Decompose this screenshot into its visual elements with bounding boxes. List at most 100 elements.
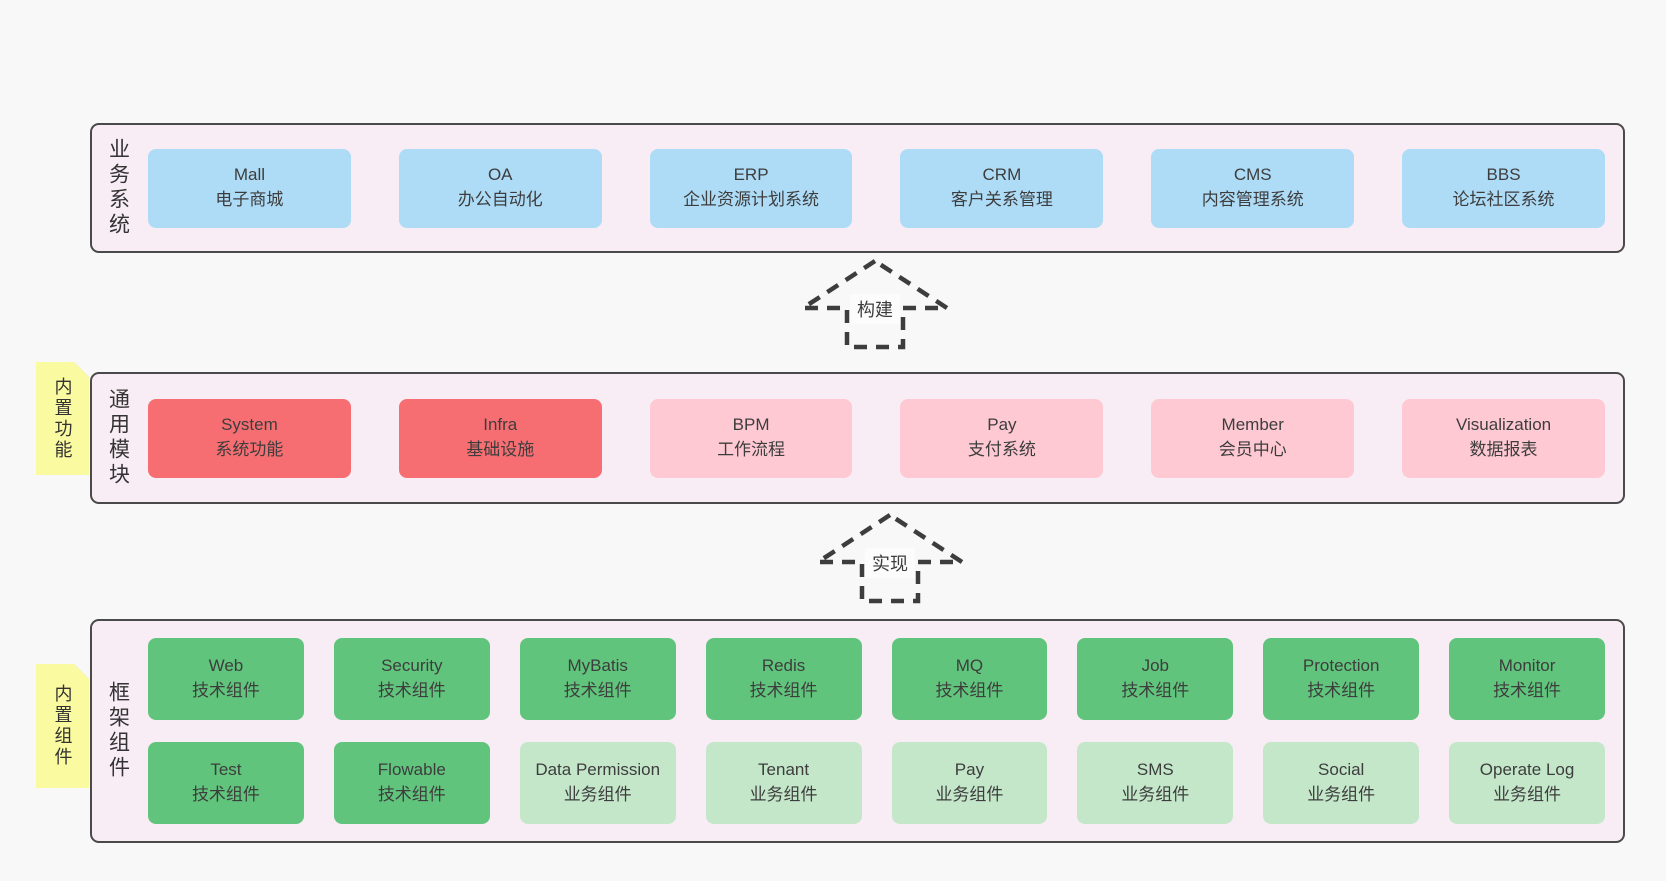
box-en-label: OA: [487, 165, 513, 185]
box-mall: Mall 电子商城: [148, 148, 351, 228]
box-bbs: BBS 论坛社区系统: [1402, 148, 1605, 228]
box-crm: CRM 客户关系管理: [900, 148, 1104, 228]
box-zh-label: 基础设施: [466, 440, 535, 459]
box-zh-label: 业务组件: [1307, 785, 1376, 804]
box-zh-label: 技术组件: [1121, 681, 1190, 700]
sticky-note-built-in-features: 内置功能: [36, 362, 89, 475]
box-infra: Infra 基础设施: [398, 398, 602, 478]
panel-business-side-label: 业务系统: [106, 138, 130, 238]
box-en-label: Pay: [987, 415, 1017, 435]
box-web: Web 技术组件: [148, 638, 304, 720]
box-en-label: BPM: [732, 415, 770, 435]
box-zh-label: 技术组件: [1493, 681, 1562, 700]
up-arrow-icon: [815, 512, 965, 604]
box-pay-module: Pay 支付系统: [900, 398, 1104, 478]
box-zh-label: 技术组件: [563, 681, 632, 700]
arrow-implement: 实现: [815, 512, 965, 604]
box-test: Test 技术组件: [148, 742, 304, 824]
box-member: Member 会员中心: [1151, 398, 1355, 478]
box-data-permission: Data Permission 业务组件: [519, 742, 676, 824]
box-mybatis: MyBatis 技术组件: [519, 638, 676, 720]
box-sms: SMS 业务组件: [1077, 742, 1234, 824]
box-en-label: Data Permission: [535, 760, 661, 780]
box-tenant: Tenant 业务组件: [705, 742, 862, 824]
panel-modules-side-label: 通用模块: [106, 388, 130, 488]
box-zh-label: 客户关系管理: [950, 190, 1053, 209]
panel-components-side-label: 框架组件: [106, 681, 130, 781]
box-security: Security 技术组件: [333, 638, 490, 720]
components-row-1: Web 技术组件 Security 技术组件 MyBatis 技术组件 Redi…: [148, 638, 1605, 720]
box-zh-label: 技术组件: [191, 785, 260, 804]
box-en-label: Social: [1318, 760, 1365, 780]
sticky-note-built-in-components: 内置组件: [36, 664, 89, 788]
sticky-note-label: 内置组件: [52, 684, 73, 768]
panel-framework-components: 框架组件 Web 技术组件 Security 技术组件 MyBatis 技术组件…: [90, 619, 1625, 843]
box-operate-log: Operate Log 业务组件: [1449, 742, 1605, 824]
box-bpm: BPM 工作流程: [649, 398, 853, 478]
box-en-label: CRM: [982, 165, 1022, 185]
business-box-row: Mall 电子商城 OA 办公自动化 ERP 企业资源计划系统 CRM 客户关系…: [144, 125, 1623, 251]
components-row-2: Test 技术组件 Flowable 技术组件 Data Permission …: [148, 742, 1605, 824]
panel-common-modules: 通用模块 System 系统功能 Infra 基础设施 BPM 工作流程 Pay…: [90, 372, 1625, 504]
box-job: Job 技术组件: [1077, 638, 1234, 720]
box-en-label: Protection: [1302, 656, 1380, 676]
box-zh-label: 技术组件: [749, 681, 818, 700]
box-zh-label: 企业资源计划系统: [683, 190, 820, 209]
box-monitor: Monitor 技术组件: [1449, 638, 1605, 720]
box-cms: CMS 内容管理系统: [1151, 148, 1355, 228]
box-en-label: SMS: [1136, 760, 1174, 780]
box-en-label: Job: [1141, 656, 1170, 676]
box-en-label: System: [221, 415, 278, 435]
arrow-build: 构建: [800, 258, 950, 350]
box-en-label: Visualization: [1455, 415, 1552, 435]
sticky-note-label: 内置功能: [52, 376, 73, 461]
box-zh-label: 业务组件: [1493, 785, 1562, 804]
box-zh-label: 业务组件: [1121, 785, 1190, 804]
box-en-label: Monitor: [1498, 656, 1556, 676]
arrow-implement-label: 实现: [865, 548, 915, 578]
box-zh-label: 业务组件: [749, 785, 818, 804]
box-protection: Protection 技术组件: [1263, 638, 1420, 720]
box-pay-component: Pay 业务组件: [891, 742, 1048, 824]
components-grid: Web 技术组件 Security 技术组件 MyBatis 技术组件 Redi…: [144, 621, 1623, 841]
box-zh-label: 技术组件: [1307, 681, 1376, 700]
box-en-label: Pay: [954, 760, 985, 780]
box-en-label: Infra: [483, 415, 518, 435]
box-zh-label: 内容管理系统: [1201, 190, 1304, 209]
box-zh-label: 论坛社区系统: [1452, 190, 1555, 209]
up-arrow-icon: [800, 258, 950, 350]
box-zh-label: 技术组件: [191, 681, 260, 700]
box-visualization: Visualization 数据报表: [1402, 398, 1605, 478]
box-zh-label: 业务组件: [935, 785, 1004, 804]
box-redis: Redis 技术组件: [705, 638, 862, 720]
box-zh-label: 电子商城: [215, 190, 284, 209]
box-en-label: CMS: [1233, 165, 1272, 185]
box-en-label: Redis: [761, 656, 806, 676]
panel-business-systems: 业务系统 Mall 电子商城 OA 办公自动化 ERP 企业资源计划系统 CRM…: [90, 123, 1625, 253]
box-en-label: MQ: [955, 656, 984, 676]
box-social: Social 业务组件: [1263, 742, 1420, 824]
box-zh-label: 会员中心: [1218, 440, 1287, 459]
box-en-label: Web: [208, 656, 244, 676]
box-en-label: ERP: [733, 165, 769, 185]
box-flowable: Flowable 技术组件: [333, 742, 490, 824]
box-en-label: MyBatis: [567, 656, 628, 676]
box-zh-label: 系统功能: [215, 440, 284, 459]
box-oa: OA 办公自动化: [398, 148, 602, 228]
box-en-label: Flowable: [377, 760, 446, 780]
box-erp: ERP 企业资源计划系统: [649, 148, 853, 228]
box-en-label: Member: [1221, 415, 1284, 435]
box-system: System 系统功能: [148, 398, 351, 478]
modules-box-row: System 系统功能 Infra 基础设施 BPM 工作流程 Pay 支付系统…: [144, 374, 1623, 502]
box-zh-label: 技术组件: [377, 681, 446, 700]
box-zh-label: 技术组件: [935, 681, 1004, 700]
box-zh-label: 数据报表: [1469, 440, 1538, 459]
box-en-label: Mall: [233, 165, 265, 185]
arrow-build-label: 构建: [850, 294, 900, 324]
box-zh-label: 工作流程: [717, 440, 786, 459]
box-en-label: Test: [210, 760, 242, 780]
box-en-label: Security: [381, 656, 443, 676]
box-en-label: Operate Log: [1479, 760, 1575, 780]
box-zh-label: 技术组件: [377, 785, 446, 804]
